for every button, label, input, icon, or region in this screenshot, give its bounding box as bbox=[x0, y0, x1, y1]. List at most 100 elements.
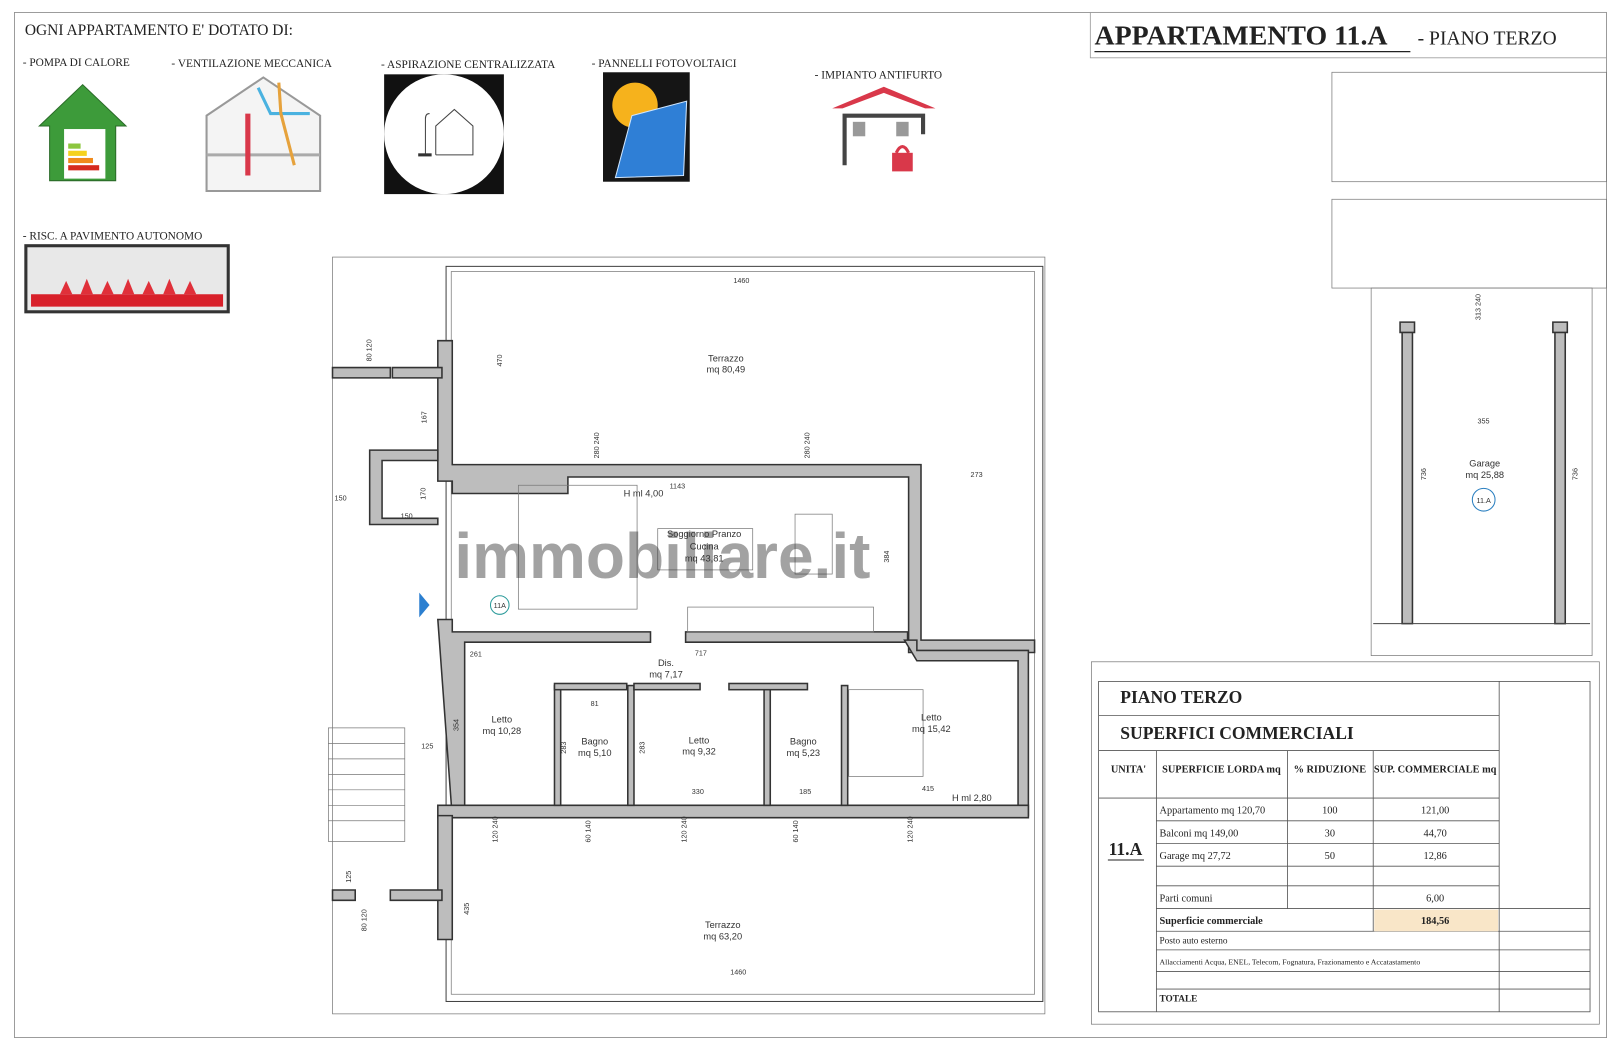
apartment-title: APPARTAMENTO 11.A bbox=[1094, 20, 1387, 51]
room-name: Terrazzo bbox=[705, 920, 741, 930]
svg-text:120 240: 120 240 bbox=[680, 816, 689, 842]
ventilation-house-icon bbox=[205, 76, 322, 193]
svg-text:280 240: 280 240 bbox=[803, 432, 812, 458]
room-area: mq 9,32 bbox=[682, 747, 716, 757]
svg-text:280 240: 280 240 bbox=[592, 432, 601, 458]
svg-text:120 240: 120 240 bbox=[491, 816, 500, 842]
ceiling-height: H ml 4,00 bbox=[624, 489, 664, 499]
room-area: mq 5,23 bbox=[787, 748, 821, 758]
watermark: immobiliare.it bbox=[454, 520, 870, 592]
room-area: mq 25,88 bbox=[1465, 470, 1504, 480]
feature-label: - IMPIANTO ANTIFURTO bbox=[815, 69, 942, 81]
room-area: mq 15,42 bbox=[912, 724, 951, 734]
room-name: Dis. bbox=[658, 658, 674, 668]
table-row: Appartamento mq 120,70 100 121,00 bbox=[1160, 806, 1450, 817]
svg-text:415: 415 bbox=[922, 784, 934, 793]
svg-text:100: 100 bbox=[1322, 806, 1337, 817]
solar-panel-icon bbox=[603, 72, 690, 182]
svg-text:283: 283 bbox=[559, 742, 568, 754]
svg-text:283: 283 bbox=[637, 742, 646, 754]
column-header: SUPERFICIE LORDA mq bbox=[1162, 764, 1281, 775]
feature-label: - RISC. A PAVIMENTO AUTONOMO bbox=[23, 231, 203, 243]
feature-heat-pump: - POMPA DI CALORE bbox=[23, 57, 130, 182]
svg-text:717: 717 bbox=[695, 649, 707, 658]
svg-text:81: 81 bbox=[591, 699, 599, 708]
svg-text:1460: 1460 bbox=[733, 276, 749, 285]
room-name: Soggiorno Pranzo bbox=[667, 529, 741, 539]
svg-text:1460: 1460 bbox=[730, 968, 746, 977]
ceiling-height: H ml 2,80 bbox=[952, 793, 992, 803]
svg-text:125: 125 bbox=[344, 871, 353, 883]
floor-subtitle: - PIANO TERZO bbox=[1418, 28, 1557, 49]
column-header: UNITA' bbox=[1111, 764, 1146, 775]
feature-label: - POMPA DI CALORE bbox=[23, 57, 130, 69]
svg-text:60 140: 60 140 bbox=[584, 820, 593, 842]
unit-badge: 11A bbox=[494, 601, 506, 610]
room-name: Garage bbox=[1469, 459, 1500, 469]
feature-alarm: - IMPIANTO ANTIFURTO bbox=[815, 69, 942, 172]
unit-badge-circle bbox=[489, 595, 510, 615]
svg-text:736: 736 bbox=[1571, 468, 1580, 480]
svg-text:330: 330 bbox=[692, 787, 704, 796]
svg-text:273: 273 bbox=[971, 470, 983, 479]
room-area: mq 5,10 bbox=[578, 748, 612, 758]
feature-label: - VENTILAZIONE MECCANICA bbox=[171, 58, 332, 70]
total-label: Superficie commerciale bbox=[1160, 916, 1264, 927]
room-name: Letto bbox=[689, 735, 710, 745]
room-area: mq 80,49 bbox=[707, 365, 746, 375]
svg-text:354: 354 bbox=[451, 719, 460, 731]
unit-id: 11.A bbox=[1109, 839, 1143, 859]
floor-plan: 11A immobiliare.it Terrazzo mq 80,49 Sog… bbox=[328, 256, 1046, 1015]
alarm-house-icon bbox=[832, 86, 936, 172]
svg-text:150: 150 bbox=[401, 511, 413, 520]
svg-text:30: 30 bbox=[1325, 828, 1335, 839]
svg-text:50: 50 bbox=[1325, 851, 1335, 862]
room-name: Letto bbox=[492, 715, 513, 725]
svg-text:Parti comuni: Parti comuni bbox=[1160, 893, 1213, 904]
room-area: mq 7,17 bbox=[649, 669, 683, 679]
extra-row: Posto auto esterno bbox=[1160, 937, 1228, 947]
room-name: Cucina bbox=[690, 541, 720, 551]
svg-text:Balconi mq 149,00: Balconi mq 149,00 bbox=[1160, 828, 1239, 839]
svg-text:736: 736 bbox=[1419, 468, 1428, 480]
svg-text:355: 355 bbox=[1477, 416, 1489, 425]
svg-text:121,00: 121,00 bbox=[1421, 806, 1449, 817]
unit-badge: 11.A bbox=[1477, 496, 1491, 505]
svg-text:44,70: 44,70 bbox=[1424, 828, 1447, 839]
svg-text:170: 170 bbox=[418, 488, 427, 500]
svg-text:6,00: 6,00 bbox=[1426, 893, 1444, 904]
title-box bbox=[1089, 11, 1607, 59]
svg-text:Appartamento mq 120,70: Appartamento mq 120,70 bbox=[1160, 806, 1266, 817]
svg-text:12,86: 12,86 bbox=[1424, 851, 1447, 862]
svg-text:1143: 1143 bbox=[670, 481, 686, 490]
svg-text:313 240: 313 240 bbox=[1474, 294, 1483, 320]
feature-ventilation: - VENTILAZIONE MECCANICA bbox=[171, 58, 333, 193]
column-header: SUP. COMMERCIALE mq bbox=[1374, 764, 1497, 775]
table-row: Parti comuni 6,00 bbox=[1160, 893, 1445, 904]
dimension-labels: 1460 470 280 240 280 240 1143 273 150 15… bbox=[335, 276, 983, 977]
sheet-border bbox=[14, 12, 1607, 1038]
svg-text:120 240: 120 240 bbox=[906, 816, 915, 842]
floor-heating-icon bbox=[24, 244, 230, 314]
feature-label: - ASPIRAZIONE CENTRALIZZATA bbox=[381, 59, 556, 71]
room-name: Bagno bbox=[581, 736, 608, 746]
svg-text:Garage mq 27,72: Garage mq 27,72 bbox=[1160, 851, 1231, 862]
commercial-area-table: PIANO TERZO SUPERFICI COMMERCIALI UNITA'… bbox=[1090, 661, 1600, 1025]
table-row: Balconi mq 149,00 30 44,70 bbox=[1160, 828, 1447, 839]
feature-central-vacuum: - ASPIRAZIONE CENTRALIZZATA bbox=[381, 59, 556, 195]
room-name: Letto bbox=[921, 713, 942, 723]
entrance-arrow-icon bbox=[419, 592, 430, 618]
svg-text:150: 150 bbox=[335, 494, 347, 503]
column-header: % RIDUZIONE bbox=[1294, 764, 1367, 775]
svg-text:261: 261 bbox=[470, 650, 482, 659]
grand-total-label: TOTALE bbox=[1160, 994, 1198, 1004]
room-name: Bagno bbox=[790, 736, 817, 746]
svg-text:470: 470 bbox=[495, 354, 504, 366]
svg-text:384: 384 bbox=[882, 551, 891, 563]
heat-pump-house-icon bbox=[38, 83, 128, 182]
room-area: mq 43,81 bbox=[685, 554, 724, 564]
garage-plan: Garage mq 25,88 11.A 355 736 736 313 240 bbox=[1331, 71, 1607, 656]
extra-row: Allacciamenti Acqua, ENEL, Telecom, Fogn… bbox=[1160, 957, 1421, 966]
svg-text:435: 435 bbox=[462, 903, 471, 915]
